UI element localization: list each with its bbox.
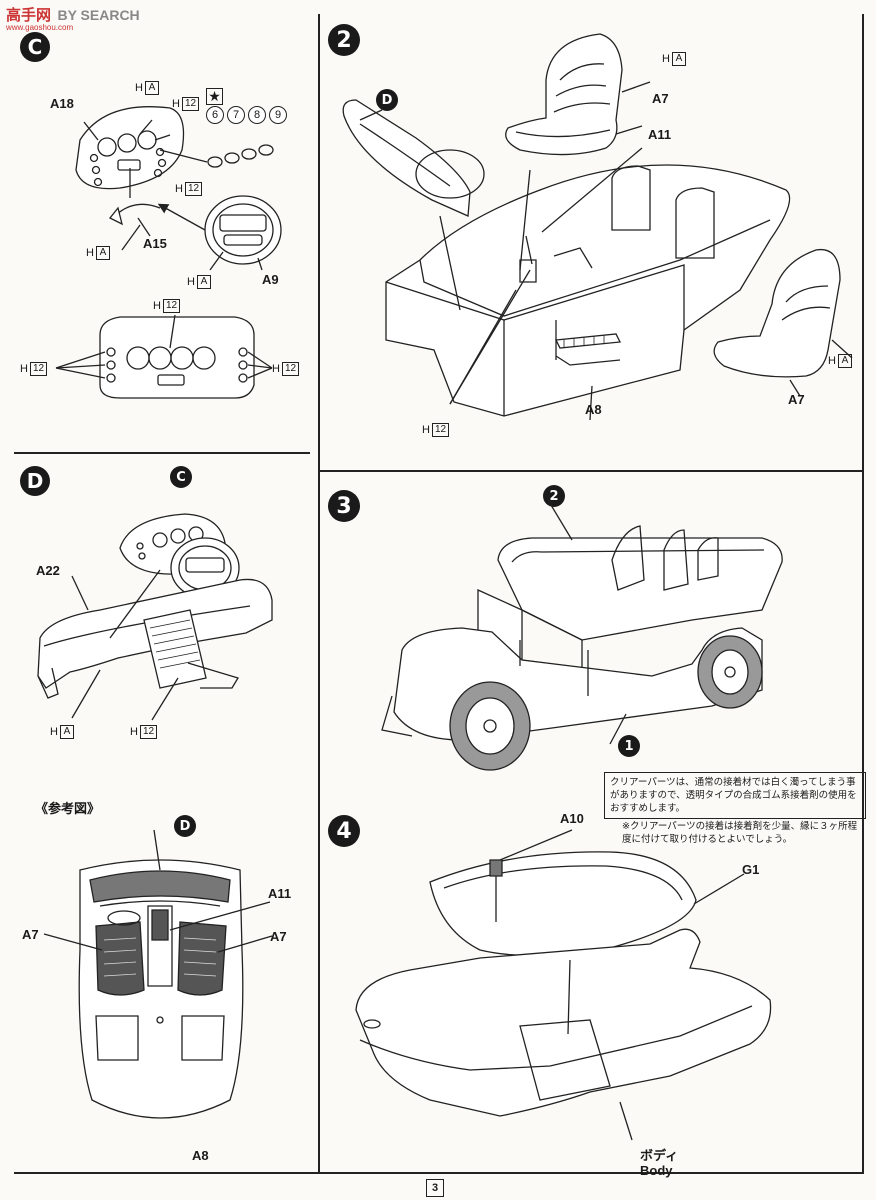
label-a18: A18 — [50, 96, 74, 111]
ref-label-a8: A8 — [192, 1148, 209, 1163]
runner-box: A — [837, 354, 852, 368]
h-letter: H — [175, 183, 183, 195]
d-ref-c: C — [170, 466, 192, 488]
runner-box: 12 — [139, 725, 158, 739]
star-mark: ★ — [206, 88, 223, 105]
section-4-illustration — [350, 830, 810, 1160]
horizontal-divider-left — [14, 452, 310, 454]
section-2-illustration — [320, 20, 860, 440]
section-3-illustration — [372, 500, 792, 790]
s4-label-g1: G1 — [742, 862, 760, 877]
ref-d-badge: D — [174, 815, 196, 837]
bottom-rule — [14, 1172, 864, 1174]
label-a15: A15 — [143, 236, 167, 251]
ref-label-a11: A11 — [268, 886, 292, 901]
runner-box: 12 — [29, 362, 48, 376]
s2-label-a7-bottom: A7 — [788, 392, 805, 407]
s3-ref-1: 1 — [618, 735, 640, 757]
runner-box: A — [671, 52, 686, 66]
runner-box: A — [95, 246, 110, 260]
label-a9: A9 — [262, 272, 279, 287]
runner-box: A — [196, 275, 211, 289]
s2-ref-d: D — [376, 89, 398, 111]
h-letter: H — [130, 726, 138, 738]
h-letter: H — [828, 355, 836, 367]
section-d-badge: D — [20, 466, 50, 496]
section-4-badge: 4 — [328, 815, 360, 847]
s2-label-a11: A11 — [648, 127, 672, 142]
watermark-brand: 高手网 — [6, 7, 52, 24]
h-letter: H — [172, 98, 180, 110]
lens-9: 9 — [269, 106, 287, 124]
section-c-illustration — [10, 30, 310, 450]
h-letter: H — [50, 726, 58, 738]
h-letter: H — [20, 363, 28, 375]
page-number: 3 — [426, 1179, 444, 1197]
h-letter: H — [187, 276, 195, 288]
runner-box: 12 — [162, 299, 181, 313]
watermark: 高手网 BY SEARCH www.gaoshou.com — [6, 4, 140, 32]
runner-box: 12 — [431, 423, 450, 437]
reference-title: 《参考図》 — [35, 802, 101, 817]
note-clear-parts: クリアーパーツは、通常の接着材では白く濁ってしまう事がありますので、透明タイプの… — [604, 772, 866, 819]
section-2-badge: 2 — [328, 24, 360, 56]
runner-box: A — [144, 81, 159, 95]
h-letter: H — [153, 300, 161, 312]
watermark-site: www.gaoshou.com — [6, 23, 74, 32]
horizontal-divider-right — [318, 470, 864, 472]
right-frame — [862, 14, 864, 1172]
lens-7: 7 — [227, 106, 245, 124]
vertical-divider — [318, 14, 320, 1172]
ref-label-a7-left: A7 — [22, 927, 39, 942]
h-letter: H — [662, 53, 670, 65]
s2-label-a8: A8 — [585, 402, 602, 417]
s2-label-a7-top: A7 — [652, 91, 669, 106]
runner-box: 12 — [281, 362, 300, 376]
lens-6: 6 — [206, 106, 224, 124]
ref-label-a7-right: A7 — [270, 929, 287, 944]
section-c-badge: C — [20, 32, 50, 62]
s4-label-a10: A10 — [560, 811, 584, 826]
h-letter: H — [422, 424, 430, 436]
label-a22: A22 — [36, 563, 60, 578]
runner-box: A — [59, 725, 74, 739]
note-clear-attach: ※クリアーパーツの接着は接着剤を少量、縁に３ヶ所程度に付けて取り付けるとよいでし… — [622, 821, 858, 845]
s4-label-body-jp: ボディ — [640, 1149, 679, 1164]
section-3-badge: 3 — [328, 490, 360, 522]
watermark-text: BY SEARCH — [57, 7, 140, 23]
section-d-illustration — [10, 488, 310, 768]
runner-box: 12 — [184, 182, 203, 196]
s4-label-body-en: Body — [640, 1163, 673, 1178]
reference-illustration — [10, 840, 310, 1160]
h-letter: H — [272, 363, 280, 375]
runner-box: 12 — [181, 97, 200, 111]
h-letter: H — [86, 247, 94, 259]
lens-8: 8 — [248, 106, 266, 124]
h-letter: H — [135, 82, 143, 94]
